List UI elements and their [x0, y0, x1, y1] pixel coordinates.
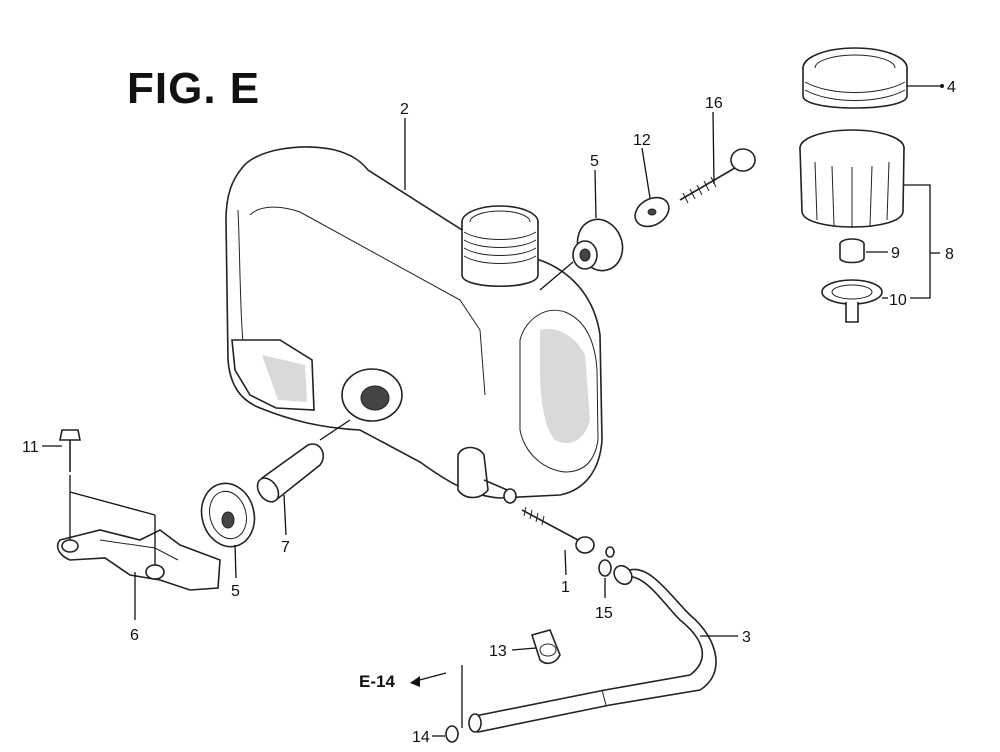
callout-12: 12 — [633, 132, 651, 149]
filler-ring — [802, 47, 908, 109]
callout-4: 4 — [947, 79, 956, 96]
callout-11: 11 — [22, 439, 39, 456]
callout-7: 7 — [281, 539, 290, 556]
bracket-6 — [56, 529, 221, 591]
fuel-tank — [225, 146, 603, 504]
callout-13: 13 — [489, 643, 507, 660]
clip-15 — [598, 546, 615, 577]
reference-label: E-14 — [359, 672, 395, 691]
callout-numbers: 1 2 3 4 5 5 6 7 8 9 10 11 12 13 14 15 16 — [22, 79, 956, 746]
leader-lines — [42, 84, 944, 737]
callout-6: 6 — [130, 627, 139, 644]
callout-14: 14 — [412, 729, 430, 746]
clamp-13 — [530, 629, 561, 665]
figure-title: FIG. E — [127, 64, 261, 113]
bolt-11 — [59, 429, 81, 472]
callout-15: 15 — [595, 605, 613, 622]
cap-gasket — [821, 279, 883, 323]
cap-seal — [839, 238, 865, 264]
callout-5-upper: 5 — [590, 153, 599, 170]
bolt-1 — [521, 506, 595, 554]
grommet-5-lower — [200, 482, 256, 548]
fuel-hose-3 — [468, 564, 717, 733]
callout-9: 9 — [891, 245, 900, 262]
callout-5-lower: 5 — [231, 583, 240, 600]
washer-12 — [634, 196, 670, 228]
callout-3: 3 — [742, 629, 751, 646]
callout-8: 8 — [945, 246, 954, 263]
callout-16: 16 — [705, 95, 723, 112]
bolt-16 — [679, 148, 756, 204]
callout-2: 2 — [400, 101, 409, 118]
clip-14 — [445, 725, 459, 743]
callout-10: 10 — [889, 292, 907, 309]
fuel-cap — [799, 129, 905, 228]
tube-7 — [256, 443, 324, 503]
callout-1: 1 — [561, 579, 570, 596]
grommet-5-upper — [572, 218, 624, 272]
